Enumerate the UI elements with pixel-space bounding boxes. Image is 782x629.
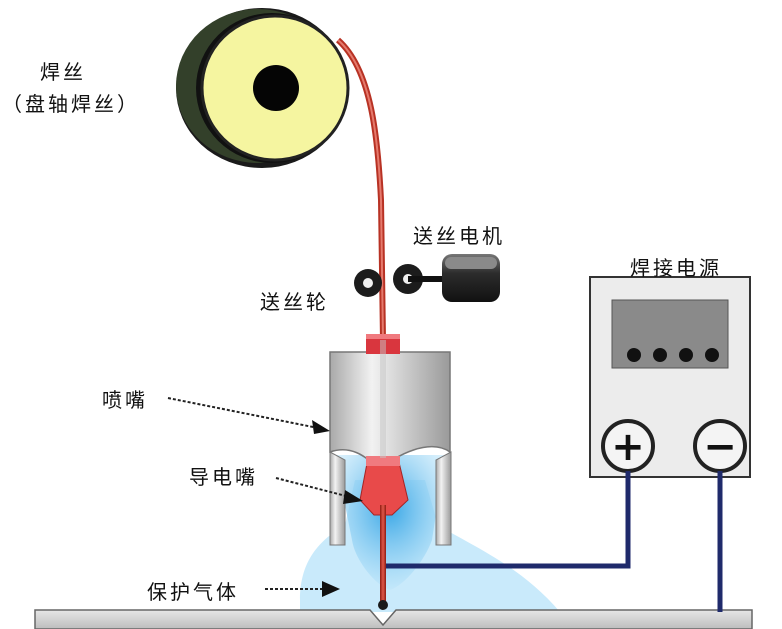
label-feed-motor: 送丝电机: [413, 224, 505, 248]
feed-rollers: [354, 264, 448, 297]
svg-text:+: +: [611, 424, 645, 470]
label-contact-tip: 导电嘴: [189, 465, 258, 489]
contact-tip-arrow: [275, 477, 363, 504]
label-power-source: 焊接电源: [630, 256, 722, 280]
label-shield-gas: 保护气体: [147, 580, 239, 604]
positive-terminal: +: [601, 419, 655, 473]
svg-text:−: −: [703, 424, 737, 470]
negative-terminal: −: [693, 419, 747, 473]
positive-cable: [386, 471, 631, 569]
power-source: [589, 276, 751, 478]
nozzle-arrow: [167, 397, 330, 434]
wire-spool: [176, 8, 350, 168]
electrode-wire: [380, 505, 386, 605]
nozzle: [329, 334, 452, 546]
workpiece: [34, 609, 753, 629]
label-wire-spool: （盘轴焊丝）: [2, 92, 140, 116]
label-feed-roller: 送丝轮: [260, 290, 329, 314]
label-nozzle: 喷嘴: [102, 388, 148, 412]
wire-tip-droplet: [378, 600, 388, 610]
label-wire: 焊丝: [40, 60, 86, 84]
feed-motor: [442, 254, 500, 302]
shield-gas-arrow: [265, 581, 340, 597]
